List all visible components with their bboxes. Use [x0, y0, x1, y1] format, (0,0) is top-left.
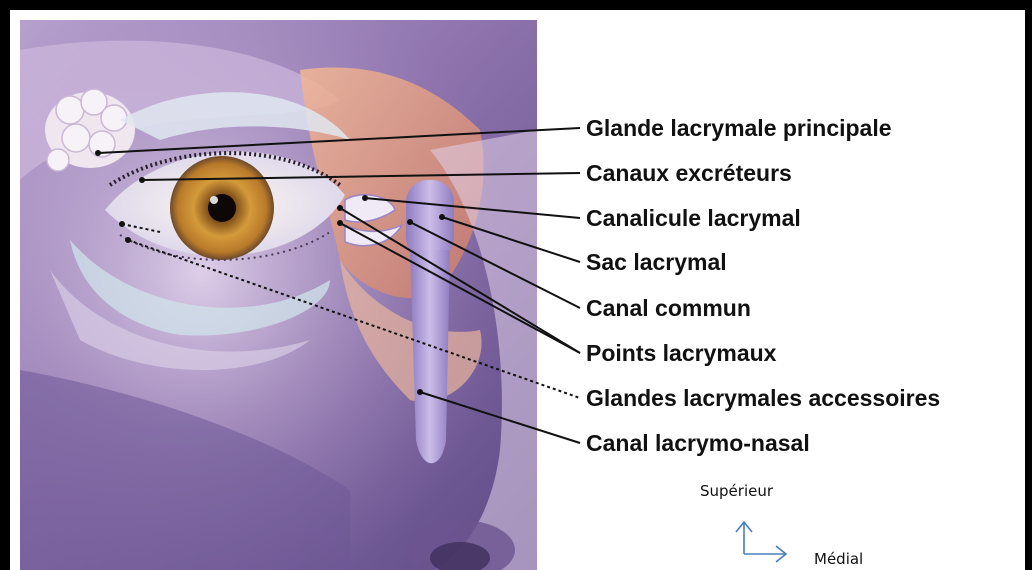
- eye-anatomy-illustration: Glande lacrymale principale Canaux excré…: [10, 10, 1032, 570]
- label-common-canal: Canal commun: [586, 295, 751, 321]
- arrow-right-icon: [744, 546, 786, 562]
- orientation-right-label: Médial: [814, 550, 863, 568]
- label-canaliculus: Canalicule lacrymal: [586, 205, 801, 231]
- label-excretory-ducts: Canaux excréteurs: [586, 160, 792, 186]
- label-accessory-glands: Glandes lacrymales accessoires: [586, 385, 940, 411]
- label-main-gland: Glande lacrymale principale: [586, 115, 892, 141]
- orientation-up-label: Supérieur: [700, 482, 774, 500]
- label-nasolacrimal-canal: Canal lacrymo-nasal: [586, 430, 810, 456]
- labels: Glande lacrymale principale Canaux excré…: [586, 115, 940, 456]
- arrow-up-icon: [736, 522, 752, 554]
- label-puncta: Points lacrymaux: [586, 340, 777, 366]
- label-lacrimal-sac: Sac lacrymal: [586, 249, 727, 275]
- orientation-indicator: Supérieur Médial: [700, 482, 863, 568]
